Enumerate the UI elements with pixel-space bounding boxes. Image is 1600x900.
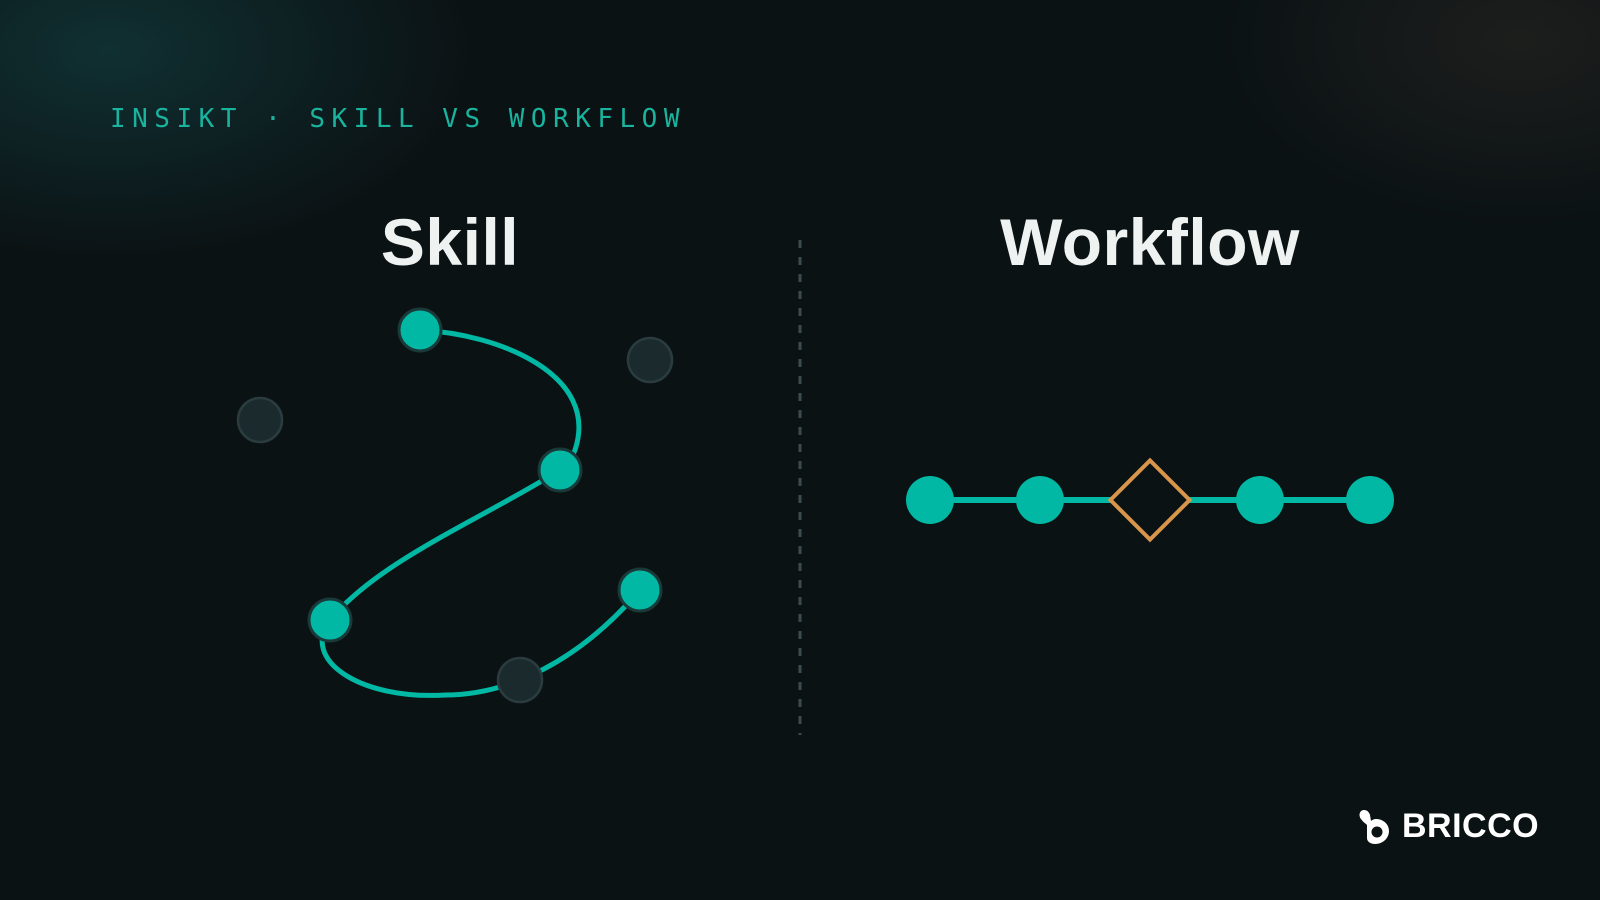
skill-active-node	[397, 307, 443, 353]
skill-inactive-node	[236, 396, 284, 444]
skill-inactive-node	[626, 336, 674, 384]
workflow-title: Workflow	[1000, 205, 1300, 279]
skill-active-node	[617, 567, 663, 613]
skill-title: Skill	[380, 205, 520, 279]
eyebrow-label: INSIKT · SKILL VS WORKFLOW	[110, 104, 686, 134]
skill-active-node	[307, 597, 353, 643]
workflow-step-node	[1016, 476, 1064, 524]
brand-logo: BRICCO	[1356, 806, 1539, 846]
workflow-decision-diamond	[1107, 457, 1193, 543]
workflow-step-node	[1236, 476, 1284, 524]
brand-name: BRICCO	[1402, 806, 1540, 845]
workflow-step-node	[1346, 476, 1394, 524]
workflow-step-node	[906, 476, 954, 524]
skill-inactive-node	[496, 656, 544, 704]
bricco-logo-icon	[1359, 810, 1389, 844]
workflow-diagram	[906, 457, 1394, 543]
skill-diagram	[236, 307, 674, 704]
skill-path	[319, 327, 643, 698]
skill-active-node	[537, 447, 583, 493]
